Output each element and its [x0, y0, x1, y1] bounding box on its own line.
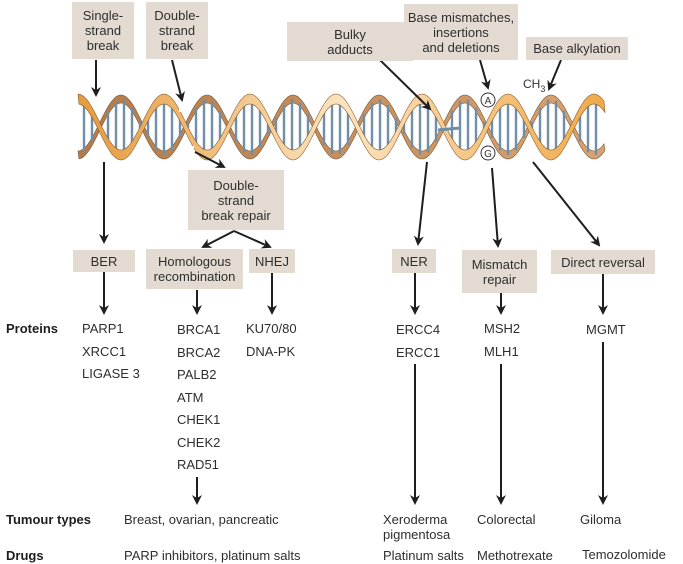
protein-item: MLH1	[484, 343, 519, 359]
helix-front-strand	[77, 93, 606, 161]
ch3-subscript: 3	[540, 84, 545, 94]
tumour-ner: Xeroderma pigmentosa	[383, 512, 451, 542]
protein-item: PARP1	[82, 321, 124, 336]
row-label-proteins: Proteins	[6, 321, 59, 336]
box-homologous-recombination: Homologous recombination	[146, 249, 243, 289]
box-single-strand-break: Single- strand break	[72, 2, 134, 59]
protein-item: XRCC1	[82, 343, 127, 359]
protein-list-dr: MGMT	[586, 322, 626, 345]
row-label-tumour-types: Tumour types	[6, 512, 91, 527]
double-strand-break-gap-bottom	[188, 146, 194, 158]
box-mismatch-repair: Mismatch repair	[462, 250, 537, 293]
arrow-bulky-adducts	[379, 59, 432, 111]
box-direct-reversal: Direct reversal	[551, 250, 655, 274]
single-strand-break-gap	[93, 94, 99, 108]
arrow-double-strand	[171, 59, 185, 102]
methyl-group-label: CH3	[523, 77, 545, 94]
arrow-mismatches	[479, 59, 491, 90]
protein-item: RAD51	[177, 457, 219, 472]
protein-item: BRCA1	[177, 322, 221, 337]
box-ner: NER	[392, 249, 436, 273]
arrow-to-ner	[413, 161, 428, 246]
arrow-to-dsb-repair	[194, 151, 226, 168]
arrow-alkylation	[547, 59, 562, 91]
protein-item: ATM	[177, 389, 204, 405]
ch3-text: CH	[523, 77, 540, 91]
tumour-mmr: Colorectal	[477, 512, 536, 527]
protein-item: BRCA2	[177, 344, 221, 360]
dna-double-helix	[77, 93, 606, 161]
protein-item: CHEK1	[177, 412, 221, 427]
box-nhej: NHEJ	[249, 249, 295, 273]
protein-item: MSH2	[484, 321, 521, 336]
protein-item: CHEK2	[177, 434, 221, 450]
box-double-strand-break: Double- strand break	[146, 2, 208, 59]
double-strand-break-gap-top	[179, 98, 185, 112]
protein-item: ERCC1	[396, 344, 441, 360]
protein-item: DNA-PK	[246, 343, 296, 359]
base-a-marker: A	[480, 92, 496, 108]
arrow-dsb-to-nhej	[233, 230, 272, 249]
box-dsb-repair: Double- strand break repair	[188, 170, 284, 230]
arrow-dsb-to-hr	[201, 230, 235, 248]
drug-dr: Temozolomide	[582, 547, 666, 562]
box-bulky-adducts: Bulky adducts	[287, 22, 413, 61]
base-g-marker: G	[480, 145, 496, 161]
tumour-dr: Giloma	[580, 512, 622, 527]
protein-item: MGMT	[586, 322, 626, 337]
arrow-to-dr	[532, 161, 601, 247]
base-g-label: G	[484, 149, 492, 160]
box-base-mismatches: Base mismatches, insertions and deletion…	[404, 4, 518, 60]
helix-back-strand	[77, 94, 606, 160]
arrow-to-mmr	[491, 167, 503, 248]
drug-mmr: Methotrexate	[477, 548, 553, 563]
row-label-drugs: Drugs	[6, 548, 44, 563]
base-a-label: A	[485, 96, 492, 107]
protein-item: ERCC4	[396, 322, 441, 337]
tumour-hr: Breast, ovarian, pancreatic	[124, 512, 279, 527]
protein-item: LIGASE 3	[82, 366, 140, 381]
protein-item: KU70/80	[246, 321, 297, 336]
box-base-alkylation: Base alkylation	[526, 37, 628, 60]
drug-ner: Platinum salts	[383, 548, 464, 563]
protein-item: PALB2	[177, 367, 217, 382]
bulky-adduct-crosslink	[437, 126, 461, 132]
box-ber: BER	[73, 250, 135, 272]
drug-hr: PARP inhibitors, platinum salts	[124, 548, 301, 563]
